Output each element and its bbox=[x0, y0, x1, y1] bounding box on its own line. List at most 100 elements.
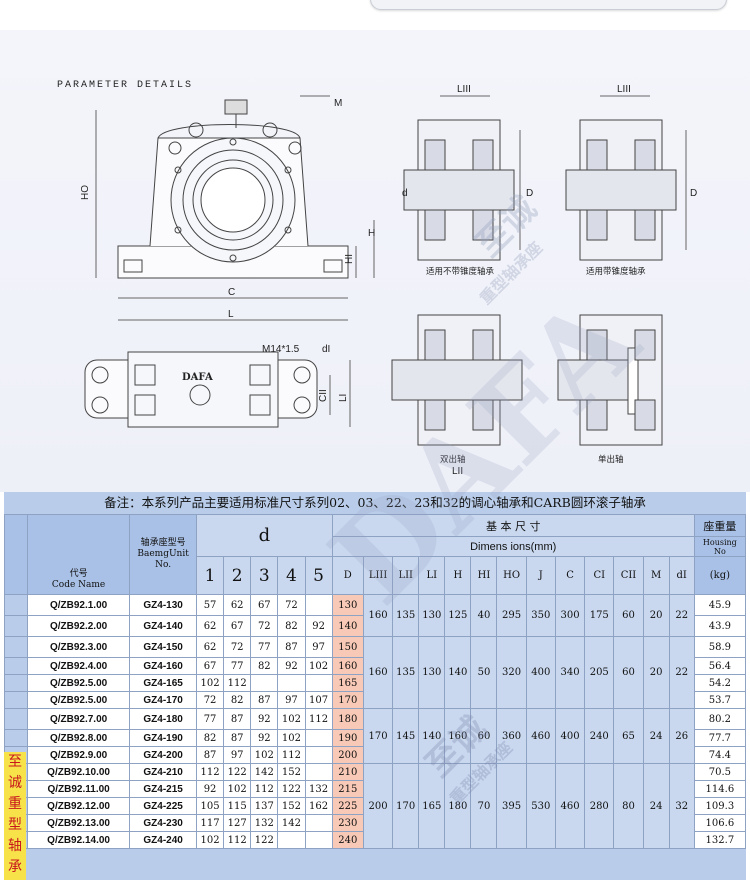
dim-label-liii-2: LIII bbox=[617, 84, 631, 95]
group-dim-cell: 350 bbox=[525, 594, 556, 637]
d2-cell: 127 bbox=[223, 814, 252, 832]
top-search-bar bbox=[370, 0, 727, 10]
header-unit-en1: BaemgUnit bbox=[137, 549, 189, 559]
weight-cell: 114.6 bbox=[693, 780, 747, 798]
d5-cell bbox=[304, 674, 333, 692]
header-unit: 轴承座型号 BaemgUnit No. bbox=[129, 514, 197, 595]
group-dim-cell: 460 bbox=[554, 763, 586, 849]
unit-cell: GZ4-230 bbox=[129, 814, 197, 832]
header-code-en: Code Name bbox=[51, 580, 106, 590]
code-cell: Q/ZB92.5.00 bbox=[26, 674, 131, 692]
unit-cell: GZ4-240 bbox=[129, 831, 197, 849]
row-lead-cell bbox=[4, 708, 28, 730]
d4-cell: 72 bbox=[277, 594, 306, 616]
group-dim-cell: 24 bbox=[642, 708, 670, 764]
dim-label-c: C bbox=[228, 287, 235, 298]
group-dim-cell: 22 bbox=[668, 636, 695, 709]
dim-label-di: dI bbox=[322, 344, 330, 355]
header-basic-dims: 基 本 尺 寸 bbox=[331, 514, 695, 537]
d5-cell: 107 bbox=[304, 691, 333, 709]
group-dim-cell: 20 bbox=[642, 594, 670, 637]
group-dim-cell: 160 bbox=[444, 708, 472, 764]
spec-table: 代号 Code Name 轴承座型号 BaemgUnit No. d 基 本 尺… bbox=[4, 514, 747, 849]
unit-cell: GZ4-200 bbox=[129, 746, 197, 764]
parameter-details-title: PARAMETER DETAILS bbox=[57, 80, 194, 91]
d5-cell bbox=[304, 814, 333, 832]
d1-cell: 67 bbox=[195, 657, 225, 675]
vertical-brand-strip: 至 诚 重 型 轴 承 bbox=[4, 752, 26, 880]
dim-label-h: H bbox=[368, 228, 375, 239]
header-dim-LI: LI bbox=[418, 556, 446, 595]
header-d5: 5 bbox=[304, 556, 333, 595]
code-cell: Q/ZB92.14.00 bbox=[26, 831, 131, 849]
d4-cell: 122 bbox=[277, 780, 306, 798]
code-cell: Q/ZB92.11.00 bbox=[26, 780, 131, 798]
weight-cell: 74.4 bbox=[693, 746, 747, 764]
group-dim-cell: 160 bbox=[362, 636, 394, 709]
group-dim-cell: 135 bbox=[392, 594, 420, 637]
d5-cell: 112 bbox=[304, 708, 333, 730]
caption-non-tapered: 适用不带锥度轴承 bbox=[426, 266, 495, 277]
d5-cell bbox=[304, 763, 333, 781]
header-code: 代号 Code Name bbox=[26, 514, 131, 595]
d4-cell: 87 bbox=[277, 636, 306, 658]
header-dim-CI: CI bbox=[584, 556, 615, 595]
dim-label-lii: LII bbox=[452, 466, 463, 477]
section-view-single-shaft bbox=[557, 314, 663, 446]
header-blank bbox=[4, 514, 28, 595]
d2-cell: 112 bbox=[223, 674, 252, 692]
header-d1: 1 bbox=[195, 556, 225, 595]
d4-cell bbox=[277, 831, 306, 849]
weight-cell: 45.9 bbox=[693, 594, 747, 616]
d5-cell: 132 bbox=[304, 780, 333, 798]
d3-cell: 77 bbox=[250, 636, 279, 658]
group-dim-cell: 145 bbox=[392, 708, 420, 764]
header-weight-cn: 座重量 bbox=[693, 514, 747, 537]
group-dim-cell: 400 bbox=[554, 708, 586, 764]
caption-tapered: 适用带锥度轴承 bbox=[586, 266, 646, 277]
table-note: 备注：本系列产品主要适用标准尺寸系列02、03、22、23和32的调心轴承和CA… bbox=[4, 492, 746, 515]
weight-cell: 43.9 bbox=[693, 615, 747, 637]
group-dim-cell: 395 bbox=[496, 763, 527, 849]
brand-char: 轴 bbox=[8, 838, 22, 854]
brand-char: 重 bbox=[8, 796, 22, 812]
weight-cell: 70.5 bbox=[693, 763, 747, 781]
dim-label-m: M bbox=[334, 98, 342, 109]
d1-cell: 62 bbox=[195, 615, 225, 637]
header-dim-LIII: LIII bbox=[362, 556, 394, 595]
group-dim-cell: 295 bbox=[496, 594, 527, 637]
d5-cell: 102 bbox=[304, 657, 333, 675]
header-dimensions-mm: Dimens ions(mm) bbox=[331, 536, 695, 557]
d1-cell: 77 bbox=[195, 708, 225, 730]
brand-char: 型 bbox=[8, 817, 22, 833]
header-unit-en2: No. bbox=[155, 560, 172, 570]
group-dim-cell: 130 bbox=[418, 594, 446, 637]
dim-label-liii-1: LIII bbox=[457, 84, 471, 95]
D-cell: 240 bbox=[331, 831, 364, 849]
weight-cell: 54.2 bbox=[693, 674, 747, 692]
row-lead-cell bbox=[4, 691, 28, 709]
unit-cell: GZ4-215 bbox=[129, 780, 197, 798]
code-cell: Q/ZB92.13.00 bbox=[26, 814, 131, 832]
code-cell: Q/ZB92.4.00 bbox=[26, 657, 131, 675]
D-cell: 180 bbox=[331, 708, 364, 730]
group-dim-cell: 24 bbox=[642, 763, 670, 849]
code-cell: Q/ZB92.7.00 bbox=[26, 708, 131, 730]
group-dim-cell: 320 bbox=[496, 636, 527, 709]
header-weight-en2: No bbox=[713, 546, 726, 556]
D-cell: 160 bbox=[331, 657, 364, 675]
d1-cell: 57 bbox=[195, 594, 225, 616]
d2-cell: 82 bbox=[223, 691, 252, 709]
header-dim-H: H bbox=[444, 556, 472, 595]
group-dim-cell: 205 bbox=[584, 636, 615, 709]
d4-cell: 152 bbox=[277, 763, 306, 781]
weight-cell: 109.3 bbox=[693, 797, 747, 815]
brand-char: 承 bbox=[8, 859, 22, 875]
